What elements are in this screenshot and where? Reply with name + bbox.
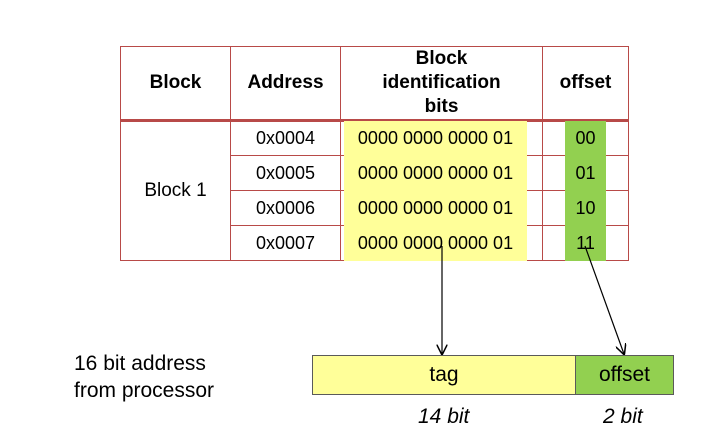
- address-cell: 0x0005: [230, 155, 341, 191]
- tag-field: tag: [313, 356, 576, 394]
- header-block-identification-bits: Block identification bits: [340, 46, 543, 122]
- address-cell: 0x0006: [230, 190, 341, 226]
- processor-address-label-line1: 16 bit address: [74, 352, 206, 375]
- offset-field: offset: [576, 356, 673, 394]
- header-offset: offset: [542, 46, 629, 122]
- table-row: 0x0005 0000 0000 0000 01 01: [121, 155, 629, 192]
- offset-mapping-arrow: [584, 245, 624, 354]
- address-cell: 0x0004: [230, 120, 341, 156]
- offset-cell: 10: [542, 190, 629, 227]
- memory-block-table: Block Address Block identification bits …: [120, 46, 629, 262]
- block-bits-cell: 0000 0000 0000 01: [340, 190, 543, 227]
- header-block: Block: [120, 46, 231, 122]
- tag-bit-width: 14 bit: [418, 405, 470, 428]
- block-bits-cell: 0000 0000 0000 01: [340, 120, 543, 156]
- offset-cell: 00: [542, 120, 629, 156]
- table-row: 0x0006 0000 0000 0000 01 10: [121, 190, 629, 227]
- table-row: Block 1 0x0004 0000 0000 0000 01 00: [120, 120, 629, 261]
- block-bits-cell: 0000 0000 0000 01: [340, 155, 543, 192]
- block-bits-cell: 0000 0000 0000 01: [340, 225, 543, 262]
- processor-address-label: 16 bit address from processor: [74, 350, 214, 404]
- address-format-bar: tag offset: [312, 355, 674, 395]
- block-name-cell: Block 1: [120, 120, 231, 261]
- table-header-row: Block Address Block identification bits …: [120, 46, 629, 122]
- offset-cell: 11: [542, 225, 629, 262]
- header-address: Address: [230, 46, 341, 122]
- offset-cell: 01: [542, 155, 629, 192]
- offset-bit-width: 2 bit: [603, 405, 643, 428]
- address-cell: 0x0007: [230, 225, 341, 261]
- processor-address-label-line2: from processor: [74, 379, 215, 402]
